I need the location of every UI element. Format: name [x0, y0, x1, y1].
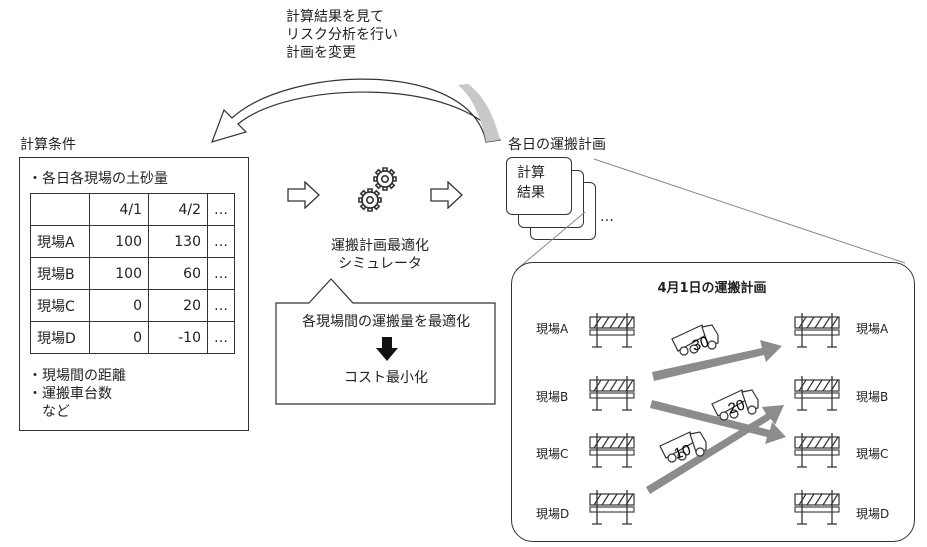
table-cell: 100 [89, 225, 149, 258]
site-label-left: 現場A [536, 322, 569, 336]
bullet-trucks: ・運搬車台数 [28, 386, 112, 402]
arrow-right-icon [287, 181, 320, 209]
site-barrier-icon [589, 432, 635, 468]
table-cell: 130 [148, 225, 208, 258]
site-label-left: 現場C [536, 447, 569, 461]
conditions-bullets: ・現場間の距離 ・運搬車台数 など [28, 367, 126, 421]
site-barrier-icon [589, 489, 635, 525]
site-barrier-icon [794, 375, 840, 411]
table-row: 現場D 0 -10 … [30, 321, 235, 354]
site-label-right: 現場A [856, 322, 889, 336]
results-ellipsis: … [600, 209, 614, 225]
callout-cost-text: コスト最小化 [344, 370, 428, 386]
site-label-left: 現場B [536, 390, 569, 404]
conditions-bullet-soil: ・各日各現場の土砂量 [28, 171, 168, 187]
plan-title: 4月1日の運搬計画 [657, 281, 767, 296]
site-barrier-icon [794, 312, 840, 348]
flow-arrow [646, 405, 784, 494]
feedback-line: 計算結果を見て [286, 9, 384, 25]
result-card-line: 結果 [517, 185, 545, 201]
bullet-distance: ・現場間の距離 [28, 368, 126, 384]
site-label-left: 現場D [536, 507, 570, 521]
simulator-label-line: 運搬計画最適化 [331, 238, 429, 254]
table-cell-site: 現場B [30, 257, 90, 290]
table-cell-site: 現場D [30, 321, 90, 354]
flow-arrow [650, 400, 786, 444]
flow-amount: 10 [672, 441, 693, 462]
plan-panel [511, 262, 915, 542]
table-cell: … [207, 225, 235, 258]
feedback-text: 計算結果を見て リスク分析を行い 計画を変更 [286, 8, 398, 62]
flow-amount: 30 [690, 333, 711, 354]
flow-amount: 20 [726, 396, 747, 417]
results-title: 各日の運搬計画 [508, 137, 606, 153]
site-label-right: 現場D [856, 507, 890, 521]
site-barrier-icon [589, 312, 635, 348]
callout-optimize-text: 各現場間の運搬量を最適化 [302, 314, 470, 330]
gear-icon [358, 167, 397, 212]
site-label-right: 現場C [856, 447, 889, 461]
bullet-etc: など [28, 404, 70, 420]
table-cell-site: 現場C [30, 289, 90, 322]
result-card-front: 計算 結果 [506, 157, 572, 215]
feedback-line: リスク分析を行い [286, 27, 398, 43]
table-row: 現場C 0 20 … [30, 289, 235, 322]
table-cell: … [207, 321, 235, 354]
soil-table: 4/1 4/2 … 現場A 100 130 … 現場B 100 60 … 現場C… [30, 193, 235, 354]
simulator-label-line: シミュレータ [338, 256, 422, 272]
site-barrier-icon [794, 432, 840, 468]
conditions-title: 計算条件 [20, 137, 76, 153]
table-cell: 60 [148, 257, 208, 290]
feedback-line: 計画を変更 [286, 45, 356, 61]
arrow-down-icon [376, 337, 398, 361]
site-barrier-icon [589, 375, 635, 411]
table-header-cell [30, 193, 90, 226]
table-header-row: 4/1 4/2 … [30, 193, 235, 226]
arrow-right-icon [430, 181, 463, 209]
simulator-label: 運搬計画最適化 シミュレータ [318, 237, 442, 273]
table-row: 現場B 100 60 … [30, 257, 235, 290]
site-barrier-icon [794, 489, 840, 525]
table-cell: 0 [89, 321, 149, 354]
result-card-line: 計算 [517, 165, 545, 181]
table-cell: … [207, 257, 235, 290]
table-cell: 20 [148, 289, 208, 322]
table-header-cell: … [207, 193, 235, 226]
site-label-right: 現場B [856, 390, 889, 404]
table-row: 現場A 100 130 … [30, 225, 235, 258]
flow-arrow [652, 340, 782, 381]
